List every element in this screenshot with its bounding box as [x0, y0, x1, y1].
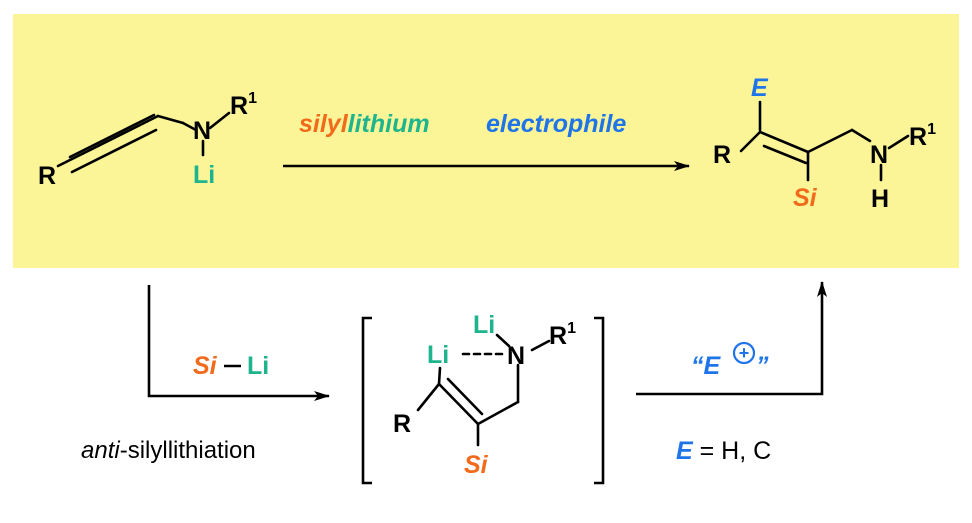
e-substituent-label: E — [751, 74, 769, 102]
silyllithium-reagent: silyllithium — [299, 110, 430, 138]
r1-label: R1 — [230, 90, 257, 120]
product-r1-superscript: 1 — [927, 121, 936, 138]
intermediate-r1-superscript: 1 — [567, 320, 576, 337]
nitrogen-label: N — [193, 117, 211, 145]
product-r1-main: R — [909, 123, 927, 151]
r-to-c-bond — [739, 130, 762, 153]
left-bracket — [361, 316, 372, 485]
anti-silyllithiation-caption: anti-silyllithiation — [81, 437, 256, 464]
r-group-label: R — [38, 162, 56, 190]
anti-rest: -silyllithiation — [120, 437, 256, 464]
e-plus-open: “E — [691, 352, 722, 380]
alkyne-triple-bond-upper — [68, 113, 156, 159]
intermediate-nitrogen-label: N — [507, 342, 525, 370]
e-definition-label: E = H, C — [676, 437, 771, 465]
alkene-double-bond — [446, 377, 484, 416]
n-to-r1-bond — [208, 111, 231, 130]
li-reagent-label: Li — [247, 352, 269, 380]
ch2-to-n-bond — [181, 121, 198, 132]
product — [739, 100, 910, 182]
plus-symbol: + — [739, 343, 750, 363]
electrophile-quench-arrow — [636, 281, 827, 396]
alkene-bond — [437, 382, 480, 426]
product-si-label: Si — [793, 184, 818, 212]
li-n-bond — [495, 333, 511, 348]
intermediate-brackets — [361, 316, 605, 485]
intermediate-r1-label: R1 — [549, 320, 576, 350]
silyl-text: silyl — [299, 110, 349, 138]
electrophile-reagent: electrophile — [486, 110, 626, 138]
alkene-double-bond — [762, 144, 808, 165]
product-nitrogen-label: N — [870, 141, 888, 169]
lithium-label: Li — [193, 161, 215, 189]
intermediate-li-left: Li — [427, 341, 449, 369]
alkyne-triple-bond-center — [56, 114, 160, 168]
c-to-ch2-bond — [806, 128, 854, 154]
n-to-r1-bond — [530, 339, 551, 352]
intermediate-r-label: R — [393, 410, 411, 438]
ch2-to-c-bond — [476, 400, 520, 426]
r1-superscript: 1 — [248, 90, 257, 107]
product-h-label: H — [871, 185, 889, 213]
highlight-panel — [13, 14, 959, 268]
e-plus-label: “E — [691, 352, 722, 380]
propargyl-ch2-bond — [156, 114, 185, 125]
e-definition-symbol: E — [676, 437, 694, 465]
starting-material — [56, 111, 231, 174]
plus-charge-circle — [732, 341, 756, 365]
intermediate — [416, 333, 551, 447]
si-reagent-label: Si — [193, 352, 218, 380]
e-plus-close: ” — [756, 352, 769, 380]
alkyne-triple-bond-lower — [70, 128, 158, 174]
r-to-c-bond — [416, 382, 441, 412]
lithium-text: lithium — [348, 110, 430, 138]
li-to-c-bond — [437, 366, 442, 386]
intermediate-li-top: Li — [473, 311, 495, 339]
n-to-r1-bond — [887, 134, 910, 150]
r1-main: R — [230, 92, 248, 120]
ch2-to-n-bond — [850, 128, 872, 143]
product-r-label: R — [713, 141, 731, 169]
alkene-bond — [758, 130, 810, 154]
intermediate-r1-main: R — [549, 322, 567, 350]
e-definition-rest: = H, C — [693, 437, 772, 465]
right-bracket — [594, 316, 605, 485]
intermediate-si-label: Si — [464, 451, 489, 479]
product-r1-label: R1 — [909, 121, 936, 151]
anti-italic: anti — [81, 437, 120, 464]
anti-silyllithiation-arrow — [147, 285, 330, 401]
